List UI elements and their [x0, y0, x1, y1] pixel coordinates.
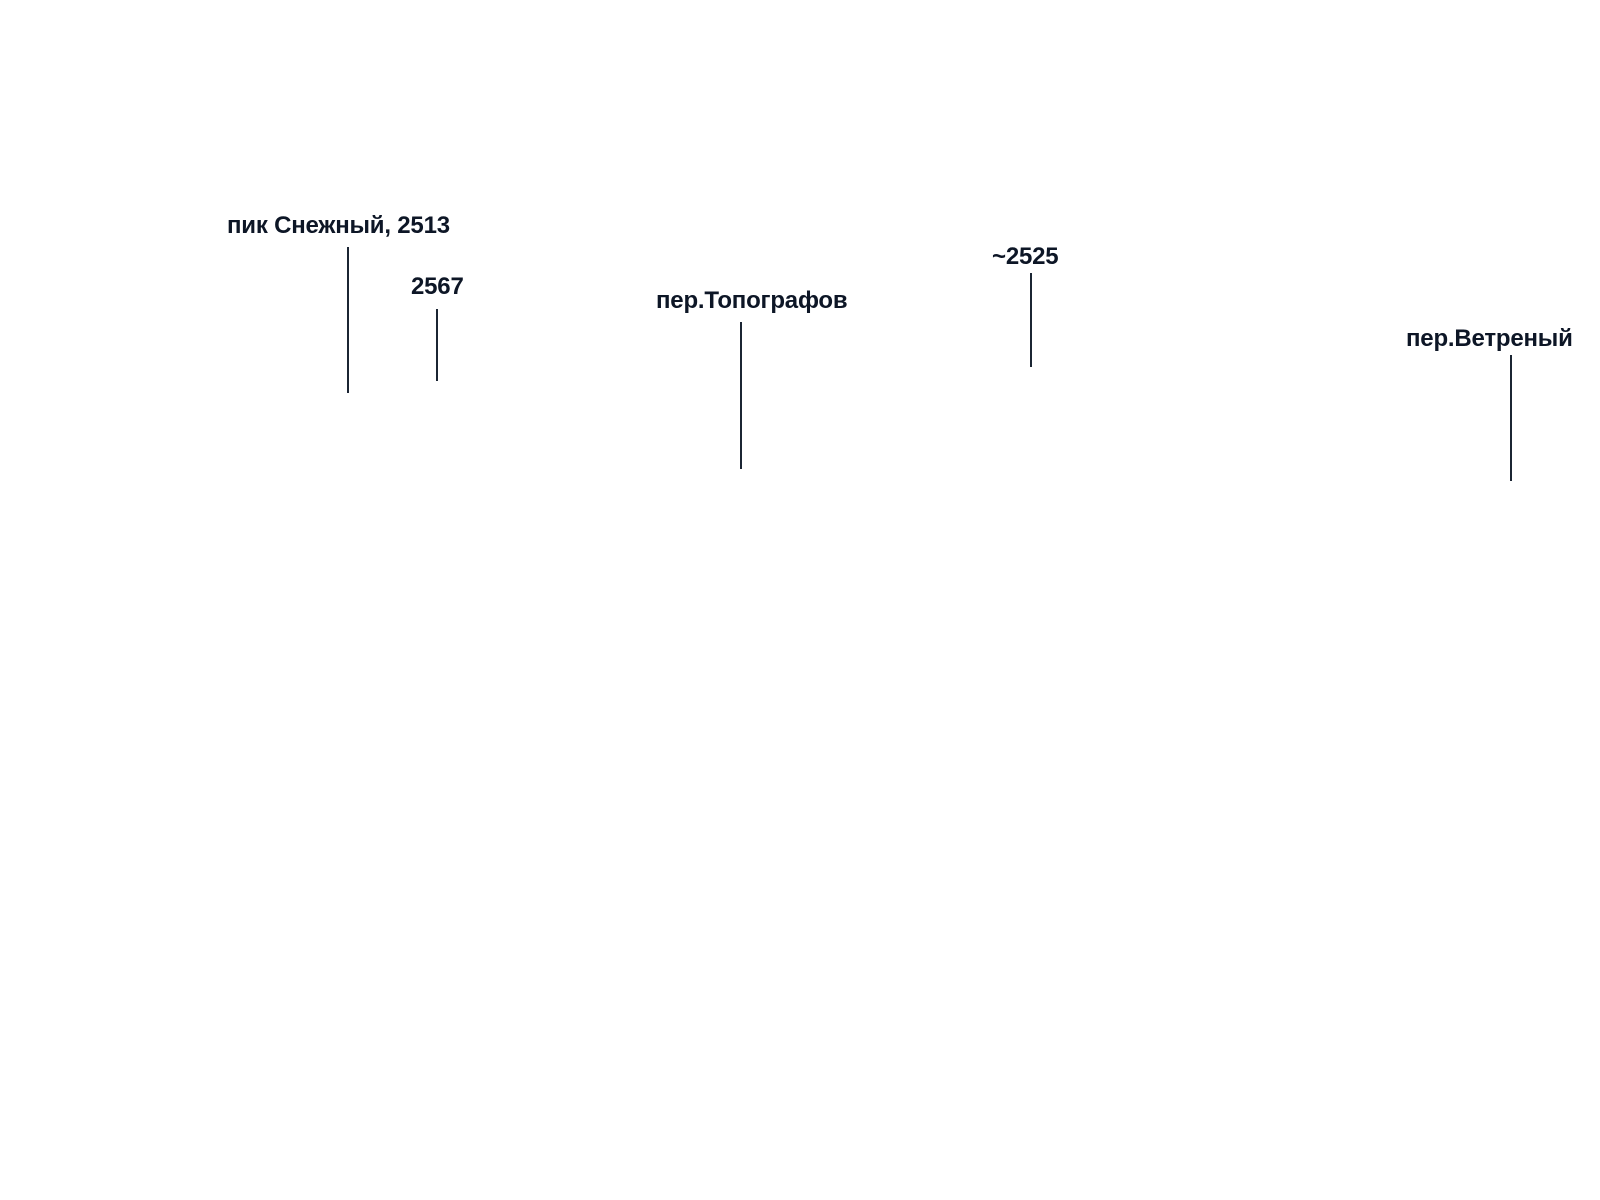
pass-vetreny-label: пер.Ветреный	[1406, 325, 1573, 352]
height-2567-leader-line	[436, 309, 438, 381]
pass-topografov-label: пер.Топографов	[656, 287, 848, 314]
height-2525-label: ~2525	[992, 243, 1059, 270]
peak-snezhny-label: пик Снежный, 2513	[227, 212, 450, 239]
pass-topografov-leader-line	[740, 322, 742, 469]
peak-snezhny-leader-line	[347, 247, 349, 393]
pass-vetreny-leader-line	[1510, 355, 1512, 481]
height-2525-leader-line	[1030, 273, 1032, 367]
height-2567-label: 2567	[411, 273, 464, 300]
